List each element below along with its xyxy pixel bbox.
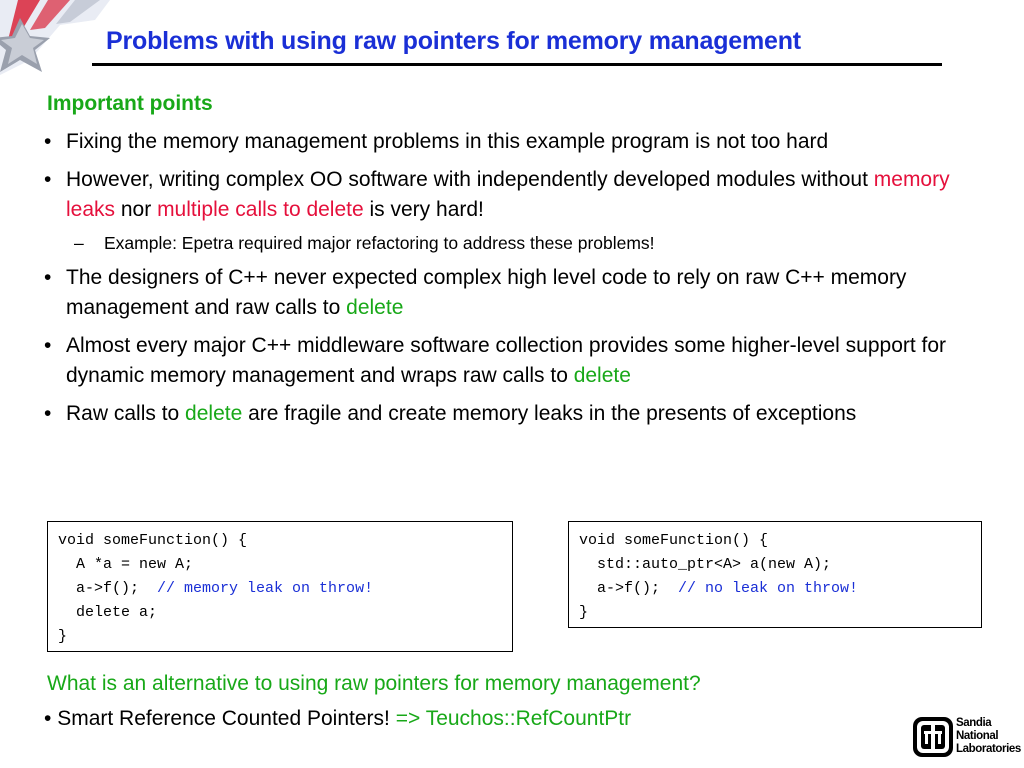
emphasis-memory-leaks: memory leaks [66,168,950,221]
emphasis-multiple-delete: multiple calls to delete [157,198,364,221]
bullet-text: The designers of C++ never expected comp… [66,266,907,319]
code-line: void someFunction() { [58,532,248,549]
keyword-delete: delete [185,402,243,425]
question-text: What is an alternative to using raw poin… [47,672,701,695]
title-divider [92,63,942,66]
section-heading: Important points [47,92,213,115]
bullet-icon: • [44,266,52,289]
bullet-text: However, writing complex OO software wit… [66,168,874,191]
bullet-text: Almost every major C++ middleware softwa… [66,334,947,387]
star-flag-icon [0,0,110,75]
code-line: a->f(); // no leak on throw! [579,580,859,597]
code-line: delete a; [58,604,158,621]
bullet-icon: • [44,130,52,153]
keyword-delete: delete [346,296,404,319]
sandia-thunderbird-icon [913,717,953,757]
teuchos-refcountptr-text: => Teuchos::RefCountPtr [395,707,632,730]
bullet-icon: • [44,402,52,425]
bullet-text: is very hard! [363,198,484,221]
bullet-icon: • [44,334,52,357]
code-block-auto-ptr: void someFunction() { std::auto_ptr<A> a… [568,521,982,628]
sub-bullet-item: – Example: Epetra required major refacto… [44,231,974,255]
code-comment: // memory leak on throw! [157,580,374,597]
code-line: } [579,604,589,621]
code-comment: // no leak on throw! [678,580,859,597]
logo-wordmark: Sandia National Laboratories [956,717,1021,755]
bullet-text: Raw calls to [66,402,186,425]
slide-title: Problems with using raw pointers for mem… [106,27,801,55]
sandia-logo: Sandia National Laboratories [912,716,1021,758]
keyword-delete: delete [573,364,631,387]
bullet-text: Smart Reference Counted Pointers! [57,707,390,730]
bullet-item: • Raw calls to delete are fragile and cr… [44,399,974,429]
bullet-item: • Smart Reference Counted Pointers! => T… [44,707,631,731]
bullet-text: nor [115,198,158,221]
dash-icon: – [74,233,84,253]
code-block-raw-pointer: void someFunction() { A *a = new A; a->f… [47,521,513,652]
code-line: std::auto_ptr<A> a(new A); [579,556,832,573]
bullet-list: • Fixing the memory management problems … [44,127,974,437]
code-line: a->f(); // memory leak on throw! [58,580,374,597]
code-line: } [58,628,68,645]
code-line: void someFunction() { [579,532,769,549]
bullet-icon: • [44,707,52,730]
bullet-item: • Almost every major C++ middleware soft… [44,331,974,391]
bullet-text: are fragile and create memory leaks in t… [242,402,857,425]
bullet-item: • However, writing complex OO software w… [44,165,974,225]
bullet-text: Fixing the memory management problems in… [66,130,829,153]
sub-bullet-text: Example: Epetra required major refactori… [104,233,655,253]
bullet-item: • Fixing the memory management problems … [44,127,974,157]
code-line: A *a = new A; [58,556,194,573]
bullet-item: • The designers of C++ never expected co… [44,263,974,323]
bullet-icon: • [44,168,52,191]
